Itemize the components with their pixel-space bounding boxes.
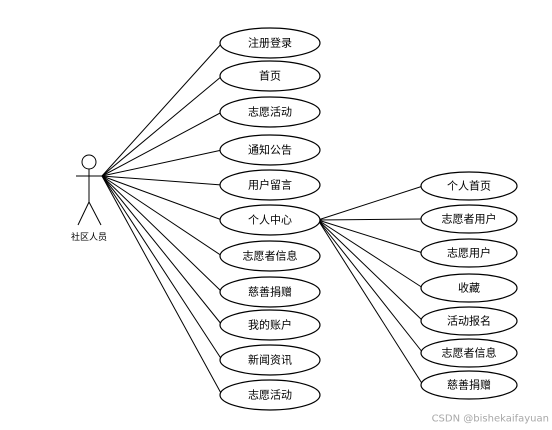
sub-use-case-6: 慈善捐赠 <box>420 370 518 400</box>
include-line <box>317 219 424 322</box>
actor-head <box>81 154 97 170</box>
use-case-2: 志愿活动 <box>219 96 321 128</box>
use-case-label: 慈善捐赠 <box>248 285 292 299</box>
use-case-label: 志愿者信息 <box>442 346 497 360</box>
use-case-ellipse <box>420 204 518 234</box>
use-case-ellipse <box>219 240 321 272</box>
use-case-label: 活动报名 <box>447 314 491 328</box>
include-line <box>317 218 424 221</box>
use-case-ellipse <box>420 273 518 303</box>
actor-right-leg <box>88 201 102 226</box>
association-line <box>101 175 223 186</box>
use-case-label: 个人中心 <box>248 214 292 227</box>
include-line <box>317 185 424 221</box>
use-case-ellipse <box>420 171 518 201</box>
use-case-6: 志愿者信息 <box>219 240 321 272</box>
use-case-ellipse <box>420 338 518 368</box>
association-line <box>101 75 223 177</box>
use-case-ellipse <box>219 344 321 376</box>
use-case-label: 志愿用户 <box>447 246 491 260</box>
use-case-ellipse <box>219 276 321 308</box>
association-line <box>101 175 223 257</box>
watermark: CSDN @bishekaifayuan <box>432 414 549 425</box>
association-line <box>101 175 223 293</box>
use-case-label: 个人首页 <box>447 179 491 193</box>
use-case-8: 我的账户 <box>219 309 321 341</box>
sub-use-case-4: 活动报名 <box>420 306 518 336</box>
include-line <box>317 219 424 354</box>
use-case-label: 慈善捐赠 <box>447 378 491 392</box>
association-line <box>101 111 223 177</box>
association-line <box>101 175 223 221</box>
include-line <box>317 219 424 254</box>
use-case-label: 用户留言 <box>248 178 292 192</box>
actor-community-member: 社区人员 <box>71 154 107 243</box>
use-case-label: 志愿者信息 <box>243 249 298 263</box>
association-line <box>101 175 223 326</box>
association-lines <box>101 42 424 396</box>
use-case-label: 志愿者用户 <box>442 212 497 226</box>
use-case-9: 新闻资讯 <box>219 344 321 376</box>
use-case-ellipse <box>420 306 518 336</box>
use-case-3: 通知公告 <box>219 134 321 166</box>
use-case-ellipse <box>420 238 518 268</box>
use-case-ellipse <box>420 370 518 400</box>
use-case-ellipse <box>219 96 321 128</box>
actor-label: 社区人员 <box>71 231 107 243</box>
sub-use-case-1: 志愿者用户 <box>420 204 518 234</box>
use-case-ellipse <box>219 169 321 201</box>
use-case-label: 首页 <box>259 69 281 83</box>
use-case-label: 收藏 <box>458 281 480 295</box>
use-case-label: 志愿活动 <box>248 389 292 402</box>
use-case-1: 首页 <box>219 60 321 92</box>
sub-use-case-2: 志愿用户 <box>420 238 518 268</box>
use-case-ellipse <box>219 309 321 341</box>
sub-use-case-5: 志愿者信息 <box>420 338 518 368</box>
use-case-10: 志愿活动 <box>219 379 321 411</box>
use-case-4: 用户留言 <box>219 169 321 201</box>
sub-use-case-3: 收藏 <box>420 273 518 303</box>
use-case-label: 志愿活动 <box>248 106 292 119</box>
use-case-ellipse <box>219 60 321 92</box>
association-line <box>101 42 223 177</box>
use-case-ellipse <box>219 204 321 236</box>
use-case-label: 新闻资讯 <box>248 353 292 367</box>
use-case-7: 慈善捐赠 <box>219 276 321 308</box>
association-line <box>101 175 223 396</box>
actor-left-leg <box>77 201 90 226</box>
use-case-ellipse <box>219 134 321 166</box>
use-case-label: 注册登录 <box>248 36 292 50</box>
use-case-ellipse <box>219 27 321 59</box>
use-case-0: 注册登录 <box>219 27 321 59</box>
use-case-ellipse <box>219 379 321 411</box>
sub-use-case-0: 个人首页 <box>420 171 518 201</box>
association-line <box>101 149 223 177</box>
include-line <box>317 219 424 289</box>
association-line <box>101 175 223 361</box>
use-case-label: 通知公告 <box>248 143 292 157</box>
use-case-label: 我的账户 <box>248 318 292 332</box>
actor-use-cases: 注册登录首页志愿活动通知公告用户留言个人中心志愿者信息慈善捐赠我的账户新闻资讯志… <box>219 27 321 411</box>
include-line <box>317 219 424 386</box>
use-case-5: 个人中心 <box>219 204 321 236</box>
